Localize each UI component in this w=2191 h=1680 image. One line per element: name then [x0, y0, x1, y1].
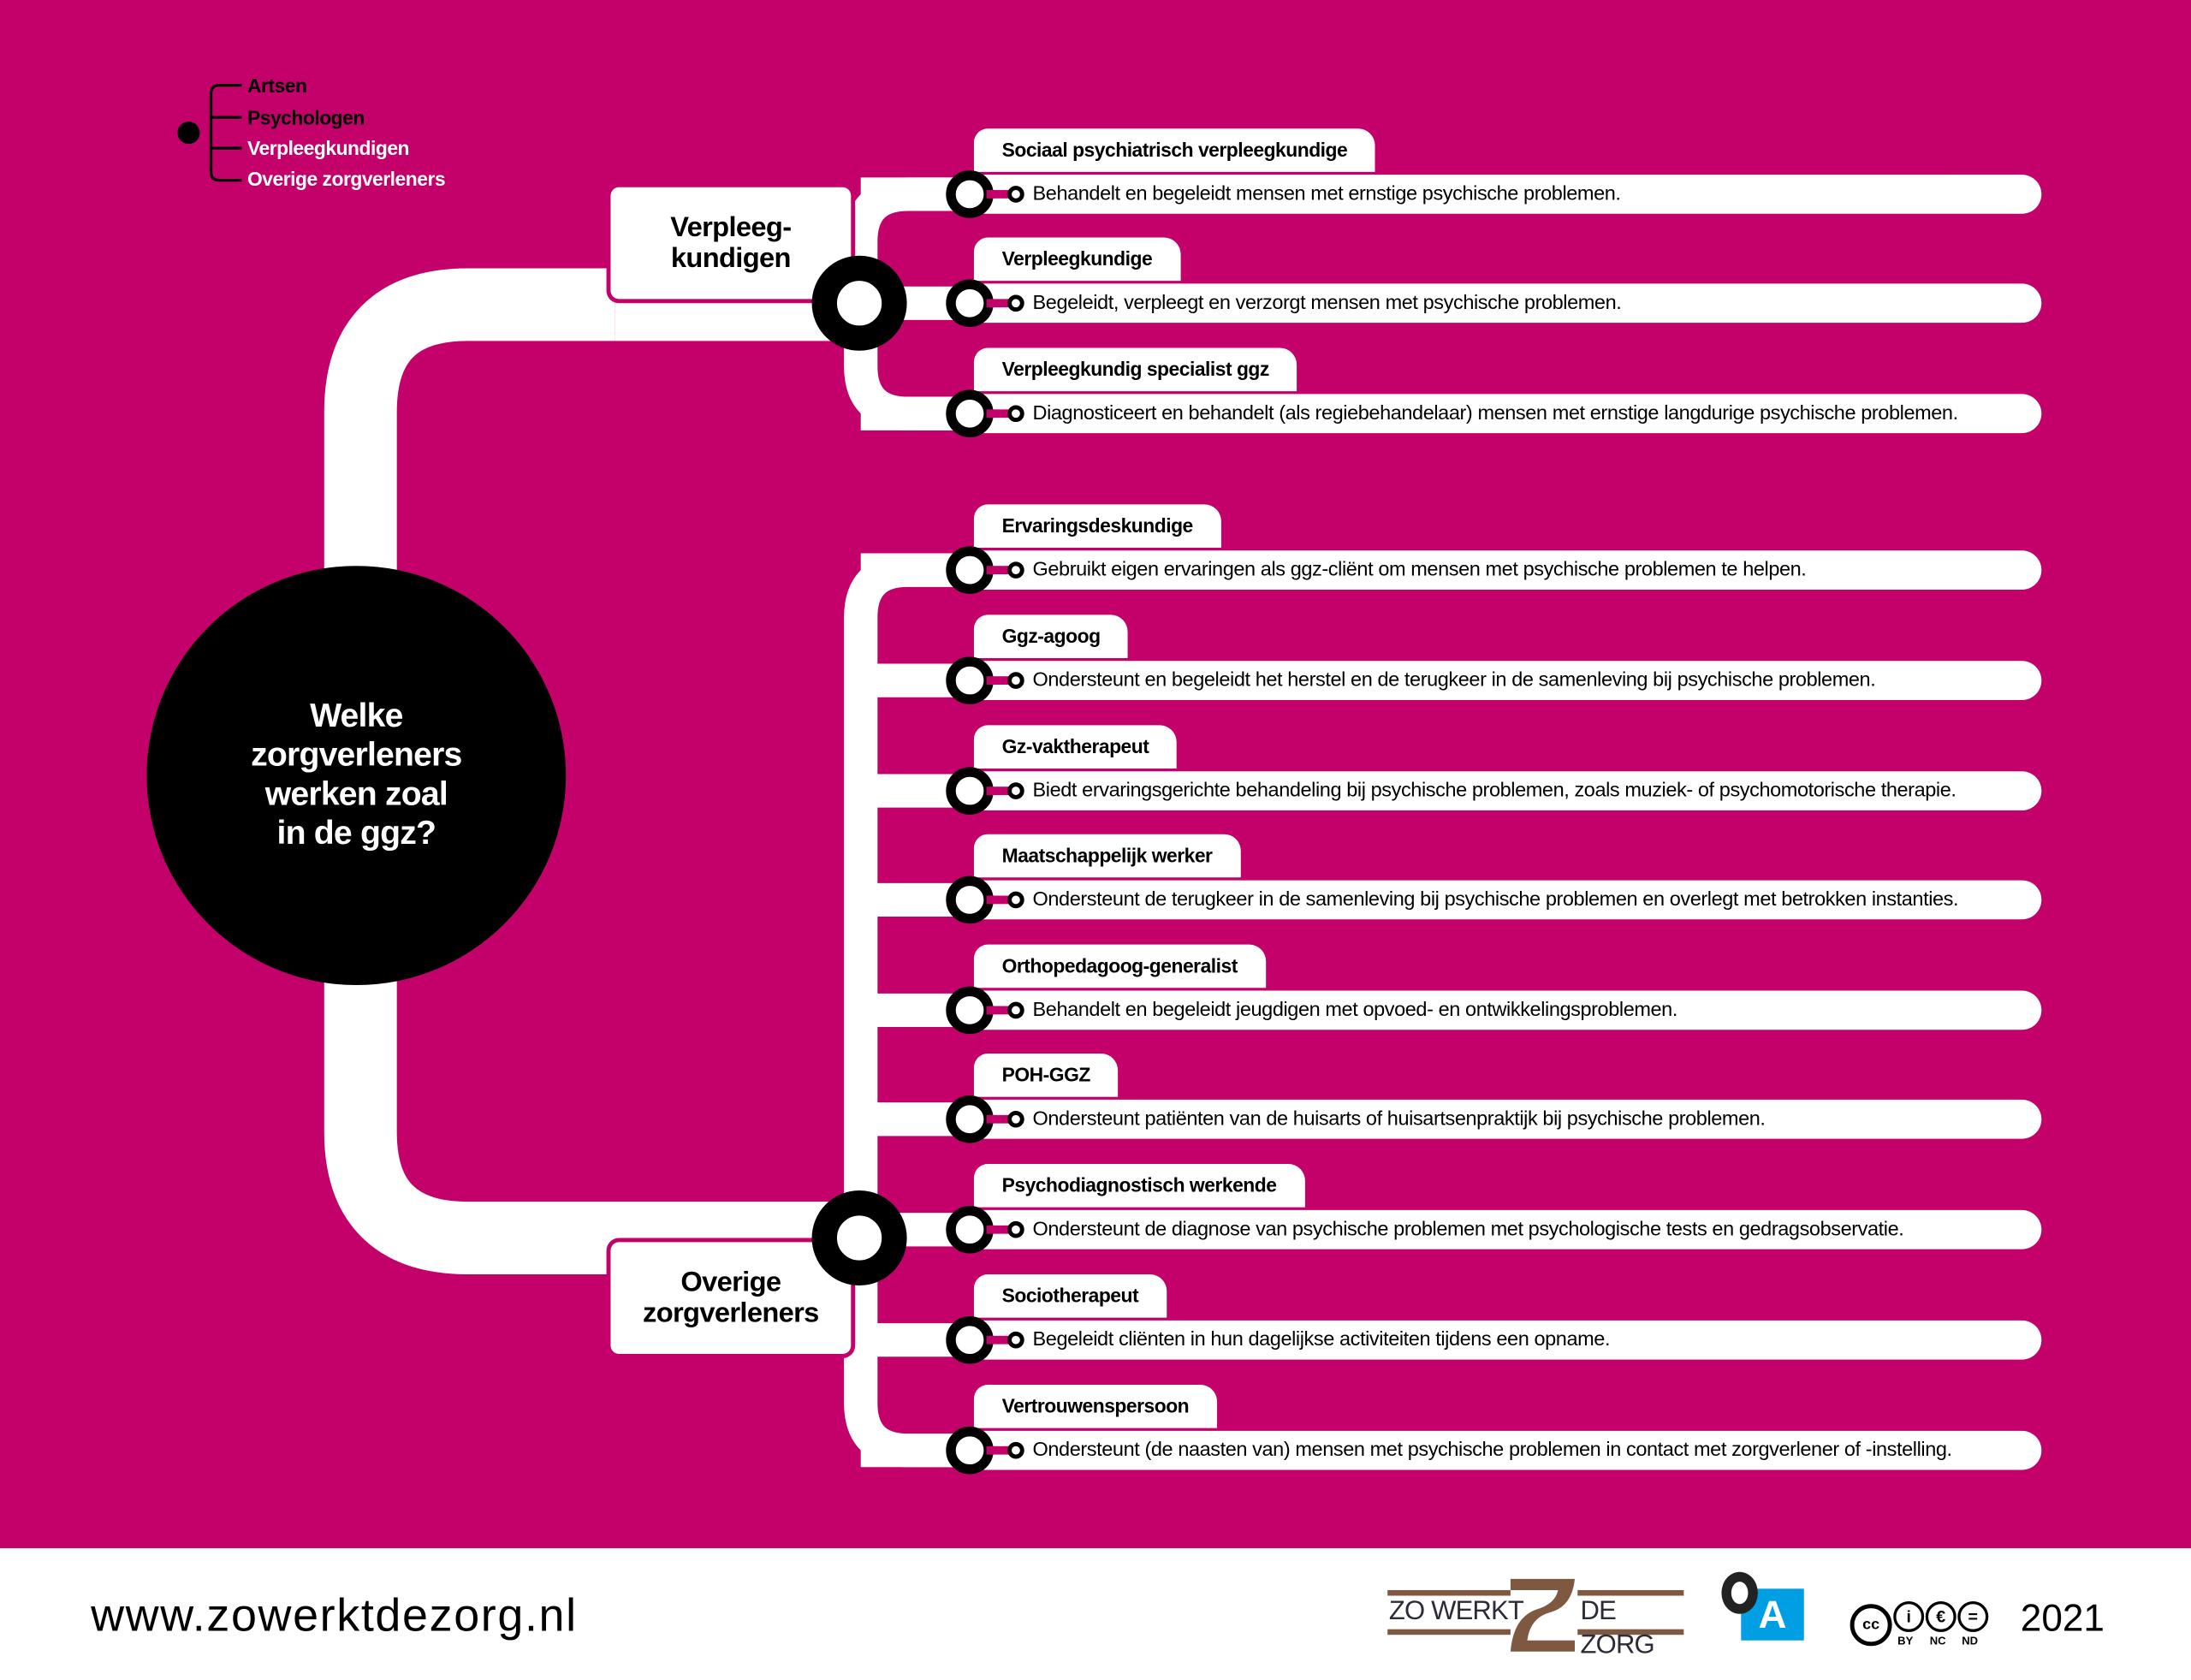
- legend-dot-icon: [177, 122, 200, 145]
- role-description: Ondersteunt de terugkeer in de samenlevi…: [1032, 888, 1959, 911]
- role-description-bar: [977, 1430, 2042, 1470]
- connector-icon: [986, 1114, 1012, 1124]
- connector-icon: [986, 895, 1012, 905]
- role-description: Ondersteunt en begeleidt het herstel en …: [1032, 669, 1876, 692]
- category-verpleegkundigen: Verpleeg- kundigen: [610, 187, 852, 300]
- role-description: Ondersteunt (de naasten van) mensen met …: [1032, 1439, 1953, 1462]
- role-description-bar: [977, 771, 2042, 810]
- hub-ring-icon: [811, 255, 907, 351]
- role-description-bar: [977, 1099, 2042, 1139]
- oa-letter: A: [1758, 1593, 1787, 1636]
- role-name-tab: POH-GGZ: [973, 1054, 1119, 1097]
- node-ring-icon: [946, 1426, 994, 1475]
- connector-icon: [986, 787, 1012, 795]
- connector-icon: [986, 1335, 1012, 1345]
- role-description-bar: [977, 880, 2042, 920]
- role-name-tab: Gz-vaktherapeut: [973, 725, 1178, 769]
- connector-icon: [986, 676, 1012, 685]
- bullet-ring-icon: [1007, 1001, 1024, 1019]
- role-name-tab: Verpleegkundig specialist ggz: [973, 347, 1297, 392]
- connector-icon: [986, 190, 1012, 199]
- license-by: BY: [1897, 1635, 1914, 1647]
- bullet-ring-icon: [1007, 891, 1024, 909]
- role-description-bar: [977, 661, 2042, 700]
- bullet-ring-icon: [1007, 1110, 1024, 1128]
- center-title: Welke zorgverleners werken zoal in de gg…: [146, 566, 567, 986]
- role-description-bar: [977, 1320, 2042, 1360]
- bullet-ring-icon: [1007, 1331, 1024, 1349]
- z-logo-icon: [1510, 1578, 1575, 1652]
- role-description: Behandelt en begeleidt jeugdigen met opv…: [1032, 999, 1678, 1022]
- legend-item-artsen: Artsen: [246, 74, 307, 97]
- role-name-tab: Verpleegkundige: [973, 237, 1180, 282]
- legend-item-overige: Overige zorgverleners: [246, 167, 446, 191]
- license-nc: NC: [1929, 1635, 1946, 1647]
- bullet-ring-icon: [1007, 561, 1024, 579]
- cc-license-badge: cc i € = BY NC ND: [1850, 1599, 2004, 1654]
- role-description: Begeleidt cliënten in hun dagelijkse act…: [1032, 1328, 1611, 1351]
- website-link[interactable]: www.zowerktdezorg.nl: [91, 1588, 578, 1641]
- role-description-bar: [977, 550, 2042, 590]
- nd-icon: =: [1957, 1601, 1989, 1632]
- bullet-ring-icon: [1007, 186, 1024, 203]
- role-description: Behandelt en begeleidt mensen met ernsti…: [1032, 182, 1621, 205]
- role-description: Ondersteunt de diagnose van psychische p…: [1032, 1218, 1904, 1241]
- nc-icon: €: [1925, 1601, 1956, 1632]
- cc-icon: cc: [1850, 1604, 1892, 1647]
- role-name-tab: Psychodiagnostisch werkende: [973, 1163, 1305, 1208]
- bullet-ring-icon: [1007, 1220, 1024, 1238]
- legend-item-verpleegkundigen: Verpleegkundigen: [246, 136, 410, 160]
- role-description: Gebruikt eigen ervaringen als ggz-cliënt…: [1032, 559, 1807, 582]
- legend-item-psychologen: Psychologen: [246, 106, 365, 129]
- role-description: Begeleidt, verpleegt en verzorgt mensen …: [1032, 292, 1622, 315]
- connector-icon: [986, 1446, 1012, 1455]
- node-ring-icon: [946, 656, 994, 704]
- role-name-tab: Maatschappelijk werker: [973, 834, 1241, 878]
- role-description: Diagnosticeert en behandelt (als regiebe…: [1032, 402, 1959, 425]
- logo-text: ZO WERKT: [1388, 1597, 1524, 1627]
- role-description-bar: [977, 394, 2042, 434]
- bullet-ring-icon: [1007, 294, 1024, 312]
- bullet-ring-icon: [1007, 782, 1024, 799]
- year: 2021: [2020, 1597, 2105, 1640]
- license-nd: ND: [1962, 1635, 1979, 1647]
- role-name-tab: Vertrouwenspersoon: [973, 1384, 1217, 1428]
- role-description: Ondersteunt patiënten van de huisarts of…: [1032, 1107, 1766, 1131]
- logo-text: DE ZORG: [1580, 1597, 1655, 1660]
- role-description-bar: [977, 990, 2042, 1030]
- connector-icon: [986, 1006, 1012, 1015]
- by-icon: i: [1893, 1601, 1925, 1632]
- bullet-ring-icon: [1007, 1441, 1024, 1459]
- legend-bracket-icon: [209, 83, 242, 182]
- role-description-bar: [977, 175, 2042, 214]
- connector-icon: [986, 566, 1012, 575]
- role-description: Biedt ervaringsgerichte behandeling bij …: [1032, 780, 1956, 803]
- hub-ring-icon: [811, 1190, 907, 1286]
- connector-icon: [986, 299, 1012, 308]
- role-name-tab: Ervaringsdeskundige: [973, 504, 1221, 548]
- role-description-bar: [977, 1209, 2042, 1250]
- footer: [0, 1547, 2191, 1680]
- connector-icon: [986, 409, 1012, 419]
- role-name-tab: Ggz-agoog: [973, 614, 1129, 658]
- role-description-bar: [977, 283, 2042, 324]
- role-name-tab: Sociotherapeut: [973, 1273, 1167, 1318]
- category-overige-zorgverleners: Overige zorgverleners: [610, 1242, 852, 1355]
- bullet-ring-icon: [1007, 405, 1024, 423]
- role-name-tab: Sociaal psychiatrisch verpleegkundige: [973, 128, 1375, 172]
- connector-icon: [986, 1225, 1012, 1234]
- zo-werkt-de-zorg-logo: ZO WERKT DE ZORG: [1387, 1576, 1684, 1660]
- oa-logo: A: [1721, 1569, 1805, 1641]
- bullet-ring-icon: [1007, 672, 1024, 689]
- role-name-tab: Orthopedagoog-generalist: [973, 944, 1266, 988]
